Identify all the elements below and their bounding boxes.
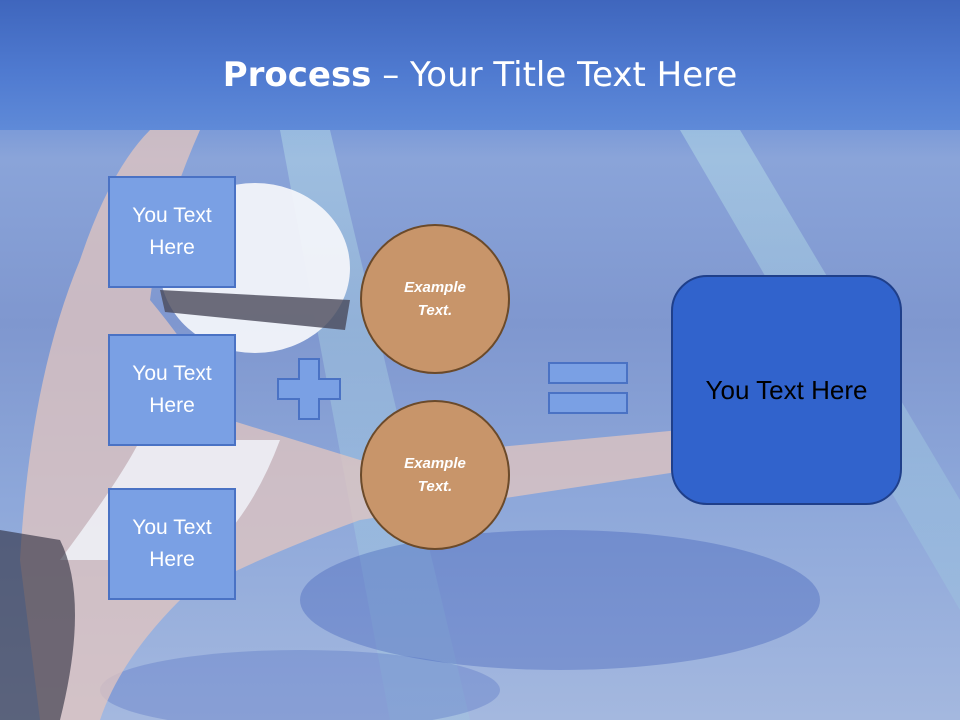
slide-title[interactable]: Process – Your Title Text Here — [0, 52, 960, 98]
text-box-label: You Text Here — [132, 516, 212, 571]
text-box-label: You Text Here — [132, 362, 212, 417]
equals-icon — [548, 362, 628, 414]
result-label: You Text Here — [705, 374, 868, 405]
title-rest: – Your Title Text Here — [371, 55, 738, 95]
example-circle-2[interactable]: Example Text. — [360, 400, 510, 550]
result-box[interactable]: You Text Here — [671, 275, 902, 505]
text-box-1[interactable]: You Text Here — [108, 176, 236, 288]
plus-icon — [277, 358, 341, 420]
title-bold: Process — [222, 55, 372, 95]
text-box-2[interactable]: You Text Here — [108, 334, 236, 446]
text-box-3[interactable]: You Text Here — [108, 488, 236, 600]
title-bar — [0, 0, 960, 130]
example-circle-1[interactable]: Example Text. — [360, 224, 510, 374]
circle-label: Example Text. — [404, 279, 466, 319]
circle-label: Example Text. — [404, 455, 466, 495]
text-box-label: You Text Here — [132, 204, 212, 259]
